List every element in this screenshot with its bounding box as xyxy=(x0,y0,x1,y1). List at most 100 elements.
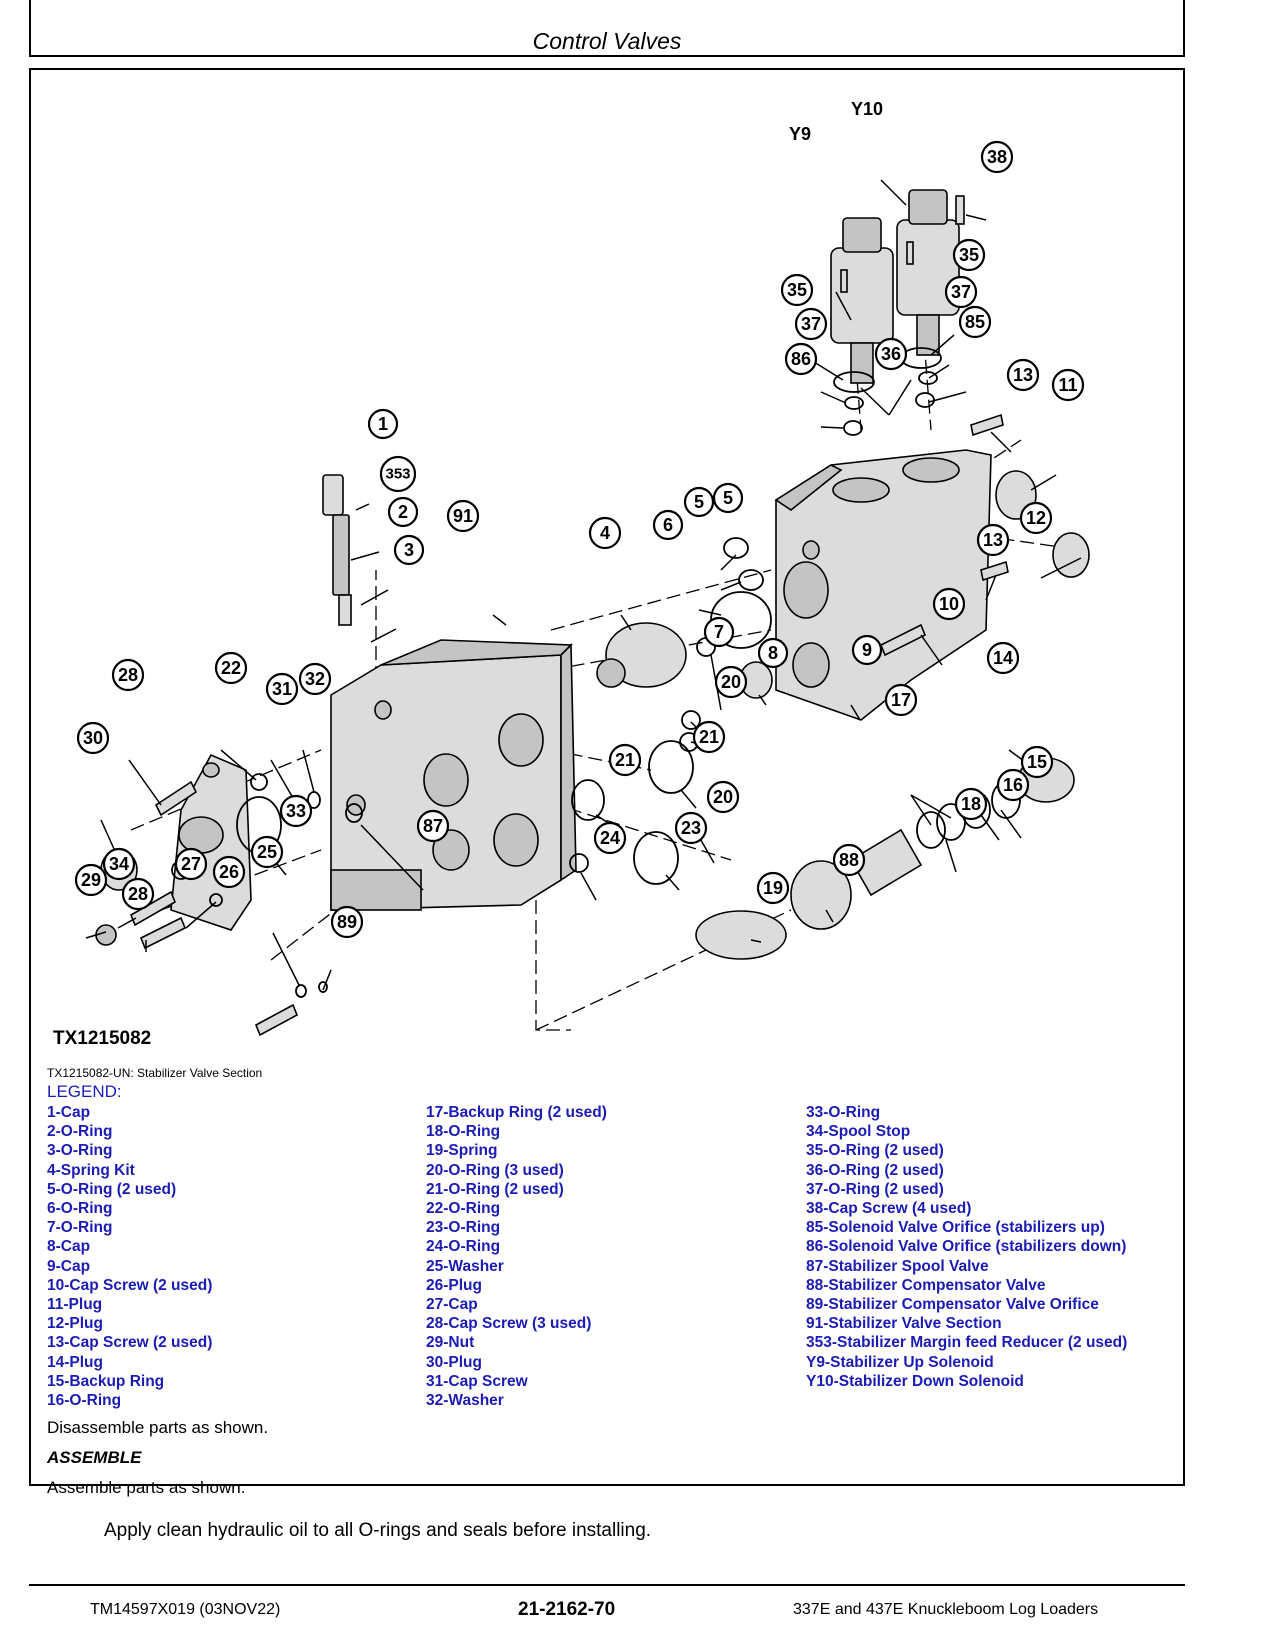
callout-38: 38 xyxy=(980,140,1014,174)
legend-item: 10-Cap Screw (2 used) xyxy=(47,1276,213,1294)
svg-text:12: 12 xyxy=(1026,508,1046,528)
svg-text:14: 14 xyxy=(993,648,1013,668)
callout-20b: 20 xyxy=(706,780,740,814)
callout-20a: 20 xyxy=(714,665,748,699)
callout-37a: 37 xyxy=(794,307,828,341)
svg-text:37: 37 xyxy=(951,282,971,302)
figure-id: TX1215082 xyxy=(53,1028,152,1049)
footer-manual-id: TM14597X019 (03NOV22) xyxy=(90,1601,281,1618)
callout-35b: 35 xyxy=(952,238,986,272)
end-cap-body xyxy=(774,449,992,721)
legend-item: 21-O-Ring (2 used) xyxy=(426,1180,564,1198)
page-title: Control Valves xyxy=(532,28,682,54)
svg-text:16: 16 xyxy=(1003,775,1023,795)
callout-28b: 28 xyxy=(121,877,155,911)
svg-text:35: 35 xyxy=(787,280,807,300)
callout-33: 33 xyxy=(279,794,313,828)
plug-12 xyxy=(1052,532,1090,578)
svg-text:34: 34 xyxy=(109,854,129,874)
callout-28a: 28 xyxy=(111,658,145,692)
valve-section-body xyxy=(330,639,577,911)
callout-87: 87 xyxy=(416,809,450,843)
callout-29: 29 xyxy=(74,863,108,897)
legend-item: 25-Washer xyxy=(426,1257,504,1275)
callout-7: 7 xyxy=(703,616,735,648)
callout-31: 31 xyxy=(265,672,299,706)
svg-text:8: 8 xyxy=(768,643,778,663)
svg-text:35: 35 xyxy=(959,245,979,265)
callout-5b: 5 xyxy=(712,482,744,514)
solenoid-y10 xyxy=(896,189,960,356)
callout-10: 10 xyxy=(932,587,966,621)
legend-item: 36-O-Ring (2 used) xyxy=(806,1161,944,1179)
legend-item: 37-O-Ring (2 used) xyxy=(806,1180,944,1198)
svg-text:3: 3 xyxy=(404,540,414,560)
svg-text:87: 87 xyxy=(423,816,443,836)
legend-item: 32-Washer xyxy=(426,1392,504,1410)
legend-item: 30-Plug xyxy=(426,1353,482,1371)
legend-item: 11-Plug xyxy=(47,1296,103,1314)
footer-product-name: 337E and 437E Knuckleboom Log Loaders xyxy=(793,1601,1099,1618)
legend-item: 14-Plug xyxy=(47,1353,103,1371)
svg-text:32: 32 xyxy=(305,669,325,689)
margin-feed-cap xyxy=(322,474,352,626)
callout-13a: 13 xyxy=(1006,358,1040,392)
callout-30: 30 xyxy=(76,721,110,755)
callout-32: 32 xyxy=(298,662,332,696)
legend-item: 5-O-Ring (2 used) xyxy=(47,1180,177,1198)
callout-13b: 13 xyxy=(976,523,1010,557)
exploded-view-diagram: Y9 Y10 1 2 3 4 5 5 6 7 8 9 10 11 12 13 1… xyxy=(74,99,1090,1037)
callout-1: 1 xyxy=(367,408,399,440)
svg-text:38: 38 xyxy=(987,147,1007,167)
svg-text:13: 13 xyxy=(1013,365,1033,385)
callout-85: 85 xyxy=(958,305,992,339)
legend-item: 23-O-Ring xyxy=(426,1219,501,1237)
footer-divider xyxy=(29,1584,1185,1586)
legend-item: 17-Backup Ring (2 used) xyxy=(426,1104,607,1121)
svg-text:2: 2 xyxy=(398,502,408,522)
svg-text:5: 5 xyxy=(694,492,704,512)
leader-lines xyxy=(85,179,1082,991)
legend-item: 353-Stabilizer Margin feed Reducer (2 us… xyxy=(806,1334,1128,1352)
legend-title: LEGEND: xyxy=(47,1082,122,1101)
legend-column-3: 33-O-Ring 34-Spool Stop 35-O-Ring (2 use… xyxy=(806,1103,1127,1391)
legend-item: 16-O-Ring xyxy=(47,1392,122,1410)
svg-text:28: 28 xyxy=(128,884,148,904)
spring-kit xyxy=(596,622,687,688)
legend-item: 8-Cap xyxy=(47,1238,91,1256)
svg-text:86: 86 xyxy=(791,349,811,369)
svg-text:91: 91 xyxy=(453,506,473,526)
disassemble-instruction: Disassemble parts as shown. xyxy=(47,1418,269,1437)
legend-item: 18-O-Ring xyxy=(426,1123,501,1141)
callout-22: 22 xyxy=(214,651,248,685)
svg-text:4: 4 xyxy=(600,523,610,543)
oil-note: Apply clean hydraulic oil to all O-rings… xyxy=(104,1520,652,1541)
legend-item: 29-Nut xyxy=(426,1334,475,1352)
callout-89: 89 xyxy=(330,905,364,939)
legend-item: 3-O-Ring xyxy=(47,1142,113,1160)
legend-item: 86-Solenoid Valve Orifice (stabilizers d… xyxy=(806,1238,1127,1256)
legend-item: Y9-Stabilizer Up Solenoid xyxy=(806,1353,994,1371)
legend-item: 7-O-Ring xyxy=(47,1219,113,1237)
svg-text:18: 18 xyxy=(961,794,981,814)
callout-12: 12 xyxy=(1019,501,1053,535)
svg-text:24: 24 xyxy=(600,828,620,848)
callout-6: 6 xyxy=(652,509,684,541)
svg-text:21: 21 xyxy=(699,727,719,747)
svg-text:26: 26 xyxy=(219,862,239,882)
svg-text:30: 30 xyxy=(83,728,103,748)
callout-36: 36 xyxy=(874,337,908,371)
callout-9: 9 xyxy=(851,634,883,666)
svg-text:27: 27 xyxy=(181,854,201,874)
callout-26: 26 xyxy=(212,855,246,889)
legend-item: 85-Solenoid Valve Orifice (stabilizers u… xyxy=(806,1219,1105,1237)
callout-11: 11 xyxy=(1051,368,1085,402)
svg-text:37: 37 xyxy=(801,314,821,334)
callout-35a: 35 xyxy=(780,273,814,307)
callout-37b: 37 xyxy=(944,275,978,309)
legend-column-1: 1-Cap 2-O-Ring 3-O-Ring 4-Spring Kit 5-O… xyxy=(47,1103,212,1410)
solenoid-y9 xyxy=(830,217,894,384)
callout-91: 91 xyxy=(446,499,480,533)
legend-item: 38-Cap Screw (4 used) xyxy=(806,1200,972,1218)
footer-page-number: 21-2162-70 xyxy=(518,1599,616,1620)
